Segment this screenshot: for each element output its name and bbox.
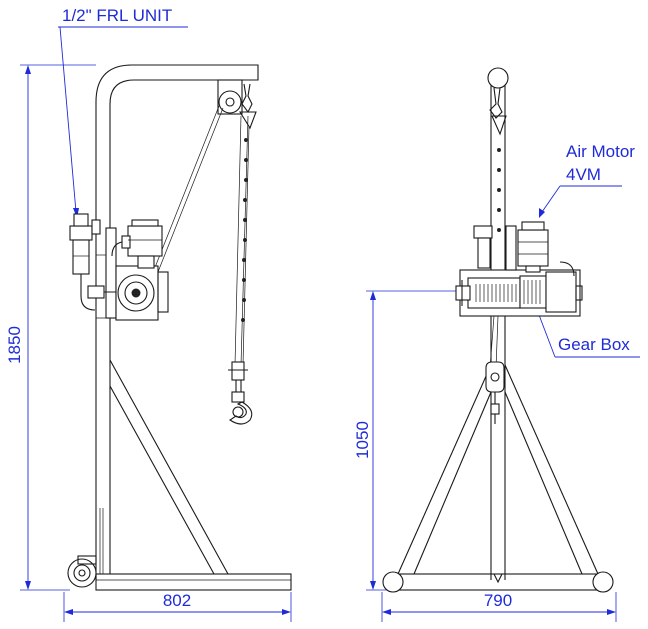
dimension-790-label: 790 <box>484 591 512 610</box>
air-motor-front <box>517 221 549 273</box>
air-motor-model-label: 4VM <box>566 165 601 184</box>
front-chain-links <box>497 148 501 232</box>
air-motor-label: Air Motor <box>566 142 635 161</box>
side-view <box>67 64 292 591</box>
dimension-side-width: 802 <box>63 591 292 622</box>
chain-links <box>241 138 248 322</box>
caster-wheel-icon <box>67 558 97 588</box>
dimension-802-label: 802 <box>163 591 191 610</box>
frl-unit-label: 1/2" FRL UNIT <box>62 6 172 25</box>
drum-coils <box>475 284 517 302</box>
front-hook-block-icon <box>485 361 505 393</box>
dimension-overall-height: 1850 <box>5 64 96 591</box>
right-foot-icon <box>592 571 614 593</box>
dimension-hoist-height: 1050 <box>353 290 460 591</box>
air-motor-side <box>111 219 163 269</box>
gear-box-label: Gear Box <box>558 335 630 354</box>
dimension-front-width: 790 <box>381 591 617 622</box>
frl-front <box>473 225 517 271</box>
callout-frl-unit: 1/2" FRL UNIT <box>58 6 188 218</box>
front-view <box>382 67 614 593</box>
frl-unit-assembly <box>69 213 101 311</box>
callout-air-motor: Air Motor 4VM <box>539 142 635 218</box>
dimension-1850-label: 1850 <box>5 326 24 364</box>
dimension-1050-label: 1050 <box>353 421 372 459</box>
left-foot-icon <box>382 571 404 593</box>
